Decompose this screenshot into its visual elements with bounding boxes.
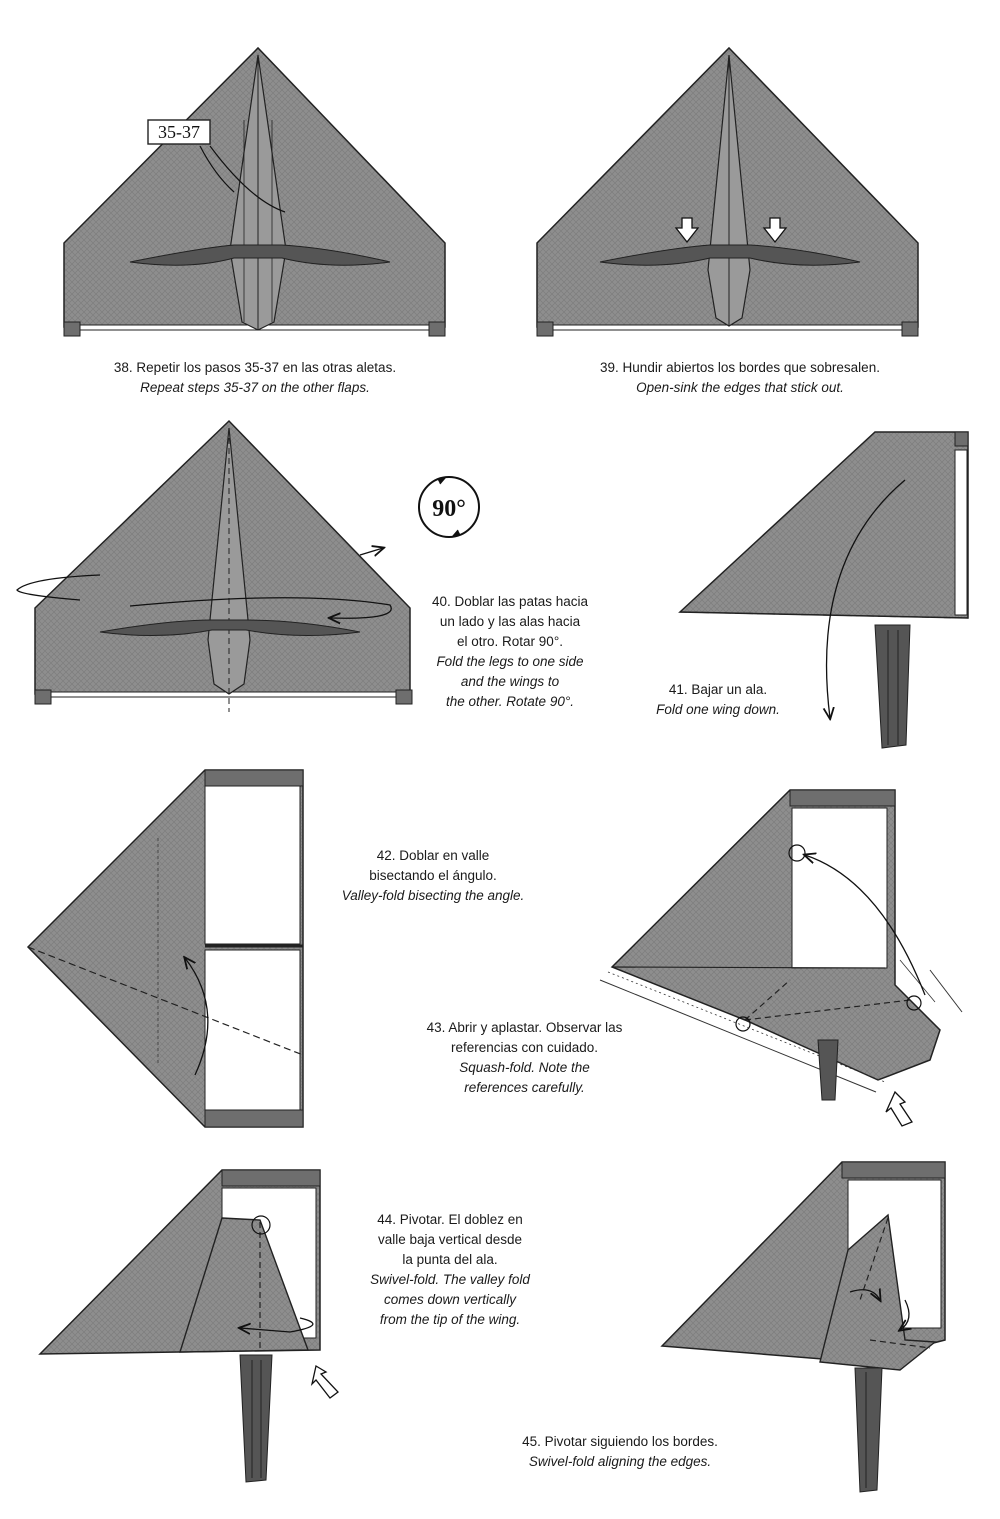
step-40-es-2: un lado y las alas hacia <box>439 614 581 629</box>
step-40-en-1: Fold the legs to one side <box>436 654 584 669</box>
sink-arrow-left <box>674 217 700 244</box>
step-38-caption: 38. Repetir los pasos 35-37 en las otras… <box>70 358 440 398</box>
step-44-en-1: Swivel-fold. The valley fold <box>370 1272 530 1287</box>
step-45-caption: 45. Pivotar siguiendo los bordes. Swivel… <box>480 1432 760 1472</box>
step-44-en-3: from the tip of the wing. <box>379 1312 521 1327</box>
step-38-figure: 35-37 <box>63 46 446 337</box>
step-44-es-1: 44. Pivotar. El doblez en <box>377 1212 523 1227</box>
step-44-en-2: comes down vertically <box>383 1292 517 1307</box>
step-42-es-2: bisectando el ángulo. <box>369 868 497 883</box>
rotate-label: 90° <box>432 496 466 522</box>
step-39-es: 39. Hundir abiertos los bordes que sobre… <box>600 360 880 375</box>
step-43-es-1: 43. Abrir y aplastar. Observar las <box>426 1020 623 1035</box>
step-41-es: 41. Bajar un ala. <box>668 682 768 697</box>
step-43-figure <box>599 789 963 1127</box>
step-40-en-3: the other. Rotate 90°. <box>446 694 574 709</box>
step-44-es-2: valle baja vertical desde <box>377 1232 523 1247</box>
step-42-es-1: 42. Doblar en valle <box>376 848 490 863</box>
rotate-90-symbol <box>418 476 480 538</box>
step-44-figure <box>38 1169 339 1483</box>
step-43-es-2: referencias con cuidado. <box>450 1040 599 1055</box>
step-43-en-1: Squash-fold. Note the <box>459 1060 590 1075</box>
step-38-ref-label: 35-37 <box>158 122 200 142</box>
step-41-figure <box>678 431 969 749</box>
step-41-caption: 41. Bajar un ala. Fold one wing down. <box>628 680 808 720</box>
step-40-caption: 40. Doblar las patas hacia un lado y las… <box>410 592 610 712</box>
step-43-en-2: references carefully. <box>464 1080 585 1095</box>
step-38-es: 38. Repetir los pasos 35-37 en las otras… <box>113 360 397 375</box>
step-39-figure <box>536 46 919 337</box>
step-44-es-3: la punta del ala. <box>402 1252 498 1267</box>
step-42-figure <box>26 769 304 1128</box>
step-45-es: 45. Pivotar siguiendo los bordes. <box>522 1434 718 1449</box>
step-40-es-3: el otro. Rotar 90°. <box>457 634 563 649</box>
step-40-en-2: and the wings to <box>460 674 560 689</box>
step-43-caption: 43. Abrir y aplastar. Observar las refer… <box>392 1018 657 1098</box>
step-45-figure <box>660 1161 946 1493</box>
sink-arrow-right <box>762 217 788 244</box>
step-38-en: Repeat steps 35-37 on the other flaps. <box>140 380 370 395</box>
step-42-en-1: Valley-fold bisecting the angle. <box>341 888 525 903</box>
step-40-es-1: 40. Doblar las patas hacia <box>431 594 589 609</box>
step-40-figure: 90° <box>16 419 480 712</box>
swivel-arrow <box>310 1364 339 1399</box>
step-45-en: Swivel-fold aligning the edges. <box>528 1454 712 1469</box>
squash-arrow <box>885 1090 913 1127</box>
step-41-en: Fold one wing down. <box>656 702 780 717</box>
step-42-caption: 42. Doblar en valle bisectando el ángulo… <box>318 846 548 906</box>
step-44-caption: 44. Pivotar. El doblez en valle baja ver… <box>340 1210 560 1330</box>
step-39-caption: 39. Hundir abiertos los bordes que sobre… <box>555 358 925 398</box>
step-39-en: Open-sink the edges that stick out. <box>636 380 844 395</box>
